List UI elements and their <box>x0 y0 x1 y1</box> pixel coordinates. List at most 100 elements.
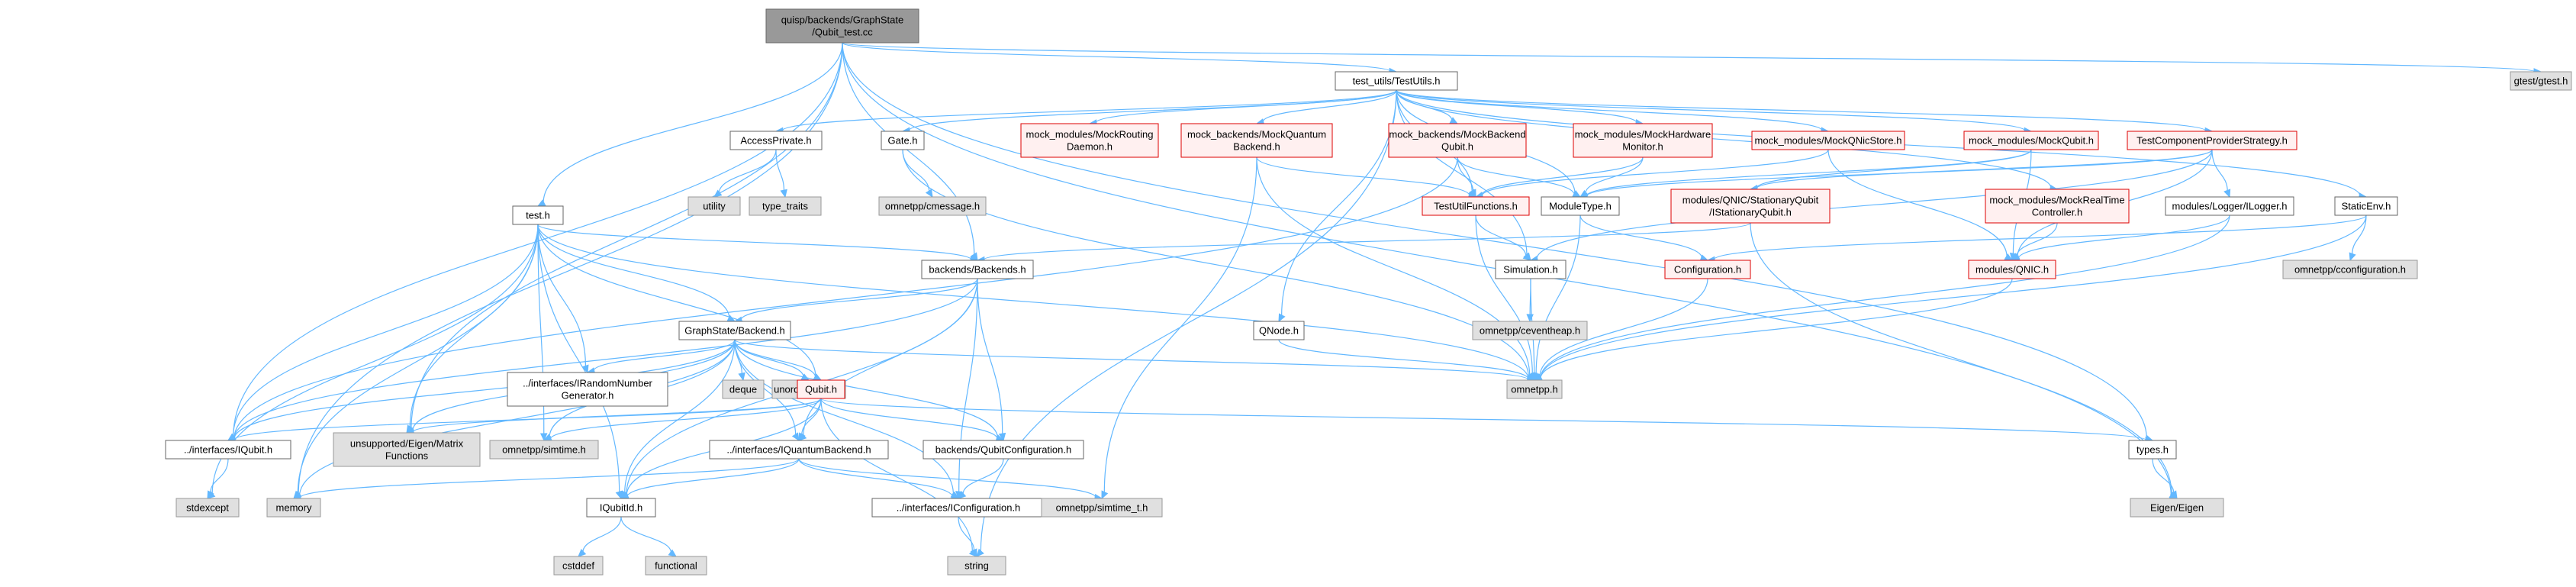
node-gtest[interactable]: gtest/gtest.h <box>2510 71 2572 91</box>
node-gate[interactable]: Gate.h <box>881 131 925 150</box>
node-accessprivate[interactable]: AccessPrivate.h <box>729 131 823 150</box>
edge-test-to-iqubitid <box>537 224 623 500</box>
node-qubith[interactable]: Qubit.h <box>797 379 845 399</box>
node-box <box>1180 123 1333 158</box>
edge-root-to-gtest <box>842 42 2542 76</box>
edge-arrowhead <box>207 490 214 500</box>
node-mockqnicstore[interactable]: mock_modules/MockQNicStore.h <box>1751 131 1905 150</box>
node-stdexcept[interactable]: stdexcept <box>175 498 240 518</box>
edge-line <box>734 339 1529 381</box>
edge-mockrealtime-to-modulesqnic <box>2011 222 2058 261</box>
node-testutilfunctions[interactable]: TestUtilFunctions.h <box>1422 196 1530 216</box>
node-iqubitid[interactable]: IQubitId.h <box>586 498 656 518</box>
node-iquantumbackend[interactable]: ../interfaces/IQuantumBackend.h <box>709 440 889 460</box>
node-simtimet[interactable]: omnetpp/simtime_t.h <box>1041 498 1163 518</box>
node-box <box>1020 123 1159 158</box>
edge-line <box>1396 89 2207 132</box>
edge-iqubit-to-stdexcept <box>207 458 229 500</box>
edge-line <box>734 339 955 495</box>
node-box <box>645 556 707 576</box>
edge-line <box>980 89 1397 553</box>
node-simulation[interactable]: Simulation.h <box>1495 260 1567 279</box>
node-iconfiguration[interactable]: ../interfaces/IConfiguration.h <box>871 498 1045 518</box>
node-utility[interactable]: utility <box>687 196 741 216</box>
node-box <box>749 196 822 216</box>
edge-mockquantum-to-testutilfunctions <box>1256 156 1477 199</box>
node-string[interactable]: string <box>947 556 1006 576</box>
node-label: ModuleType.h <box>1549 201 1612 212</box>
edge-line <box>820 398 998 440</box>
node-box <box>266 498 321 518</box>
node-ceventheap[interactable]: omnetpp/ceventheap.h <box>1472 321 1588 340</box>
edge-line <box>1262 89 1397 123</box>
node-types[interactable]: types.h <box>2128 440 2177 460</box>
node-gsbackend[interactable]: GraphState/Backend.h <box>678 321 791 340</box>
edge-line <box>977 278 1003 435</box>
node-ilogger[interactable]: modules/Logger/ILogger.h <box>2165 196 2294 216</box>
node-test[interactable]: test.h <box>512 205 564 225</box>
edge-arrowhead <box>1278 313 1286 323</box>
edge-line <box>781 89 1397 131</box>
node-label: mock_modules/MockRouting <box>1026 129 1154 140</box>
node-root[interactable]: quisp/backends/GraphState/Qubit_test.cc <box>765 8 919 44</box>
edge-testutils-to-mockhardware <box>1396 89 1644 127</box>
node-label: cstddef <box>562 560 594 572</box>
edge-line <box>820 398 2147 441</box>
edge-line <box>1457 156 1474 192</box>
node-label: modules/QNIC/StationaryQubit <box>1682 195 1819 206</box>
node-iqubit[interactable]: ../interfaces/IQubit.h <box>165 440 291 460</box>
node-box <box>923 440 1084 460</box>
node-label: Generator.h <box>562 390 614 402</box>
node-omnetpp[interactable]: omnetpp.h <box>1506 379 1563 399</box>
node-deque[interactable]: deque <box>722 379 765 399</box>
node-label: Configuration.h <box>1674 264 1741 276</box>
node-configuration[interactable]: Configuration.h <box>1664 260 1751 279</box>
node-label: mock_modules/MockHardware <box>1575 129 1711 140</box>
node-cstddef[interactable]: cstddef <box>553 556 604 576</box>
node-typetraits[interactable]: type_traits <box>749 196 822 216</box>
node-backends[interactable]: backends/Backends.h <box>921 260 1034 279</box>
node-cmessage[interactable]: omnetpp/cmessage.h <box>878 196 987 216</box>
edge-line <box>1536 149 2213 260</box>
node-qnode[interactable]: QNode.h <box>1253 321 1305 340</box>
node-simtime[interactable]: omnetpp/simtime.h <box>489 440 599 460</box>
node-cconfiguration[interactable]: omnetpp/cconfiguration.h <box>2282 260 2418 279</box>
node-layer: quisp/backends/GraphState/Qubit_test.cct… <box>165 8 2572 576</box>
node-box <box>709 440 889 460</box>
edge-arrowhead <box>780 189 787 198</box>
node-label: modules/QNIC.h <box>1975 264 2049 276</box>
node-staticenv[interactable]: StaticEnv.h <box>2334 196 2398 216</box>
node-mockqubit[interactable]: mock_modules/MockQubit.h <box>1963 131 2099 150</box>
node-label: Functions <box>385 450 429 462</box>
node-moduletype[interactable]: ModuleType.h <box>1541 196 1620 216</box>
edge-line <box>734 339 797 436</box>
edge-line <box>549 398 822 440</box>
node-eigen[interactable]: Eigen/Eigen <box>2130 498 2224 518</box>
edge-line <box>1713 214 2367 260</box>
node-label: type_traits <box>762 201 808 212</box>
node-testutils[interactable]: test_utils/TestUtils.h <box>1335 71 1458 91</box>
node-memory[interactable]: memory <box>266 498 321 518</box>
edge-line <box>842 42 1391 73</box>
node-qubitconfiguration[interactable]: backends/QubitConfiguration.h <box>923 440 1084 460</box>
node-box <box>333 432 481 467</box>
node-functional[interactable]: functional <box>645 556 707 576</box>
node-stationaryqubit[interactable]: modules/QNIC/StationaryQubit/IStationary… <box>1670 189 1831 224</box>
node-label: mock_backends/MockBackend <box>1389 129 1525 140</box>
edge-tcps-to-ilogger <box>2211 149 2231 198</box>
edge-test-to-qubith <box>537 224 823 381</box>
edge-line <box>2211 149 2228 192</box>
node-modulesqnic[interactable]: modules/QNIC.h <box>1968 260 2056 279</box>
edge-backends-to-qubitconfiguration <box>977 278 1006 442</box>
node-label: backends/Backends.h <box>929 264 1026 276</box>
node-tcps[interactable]: TestComponentProviderStrategy.h <box>2127 131 2297 150</box>
edge-line <box>1540 278 2013 379</box>
edge-line <box>1256 156 1470 196</box>
